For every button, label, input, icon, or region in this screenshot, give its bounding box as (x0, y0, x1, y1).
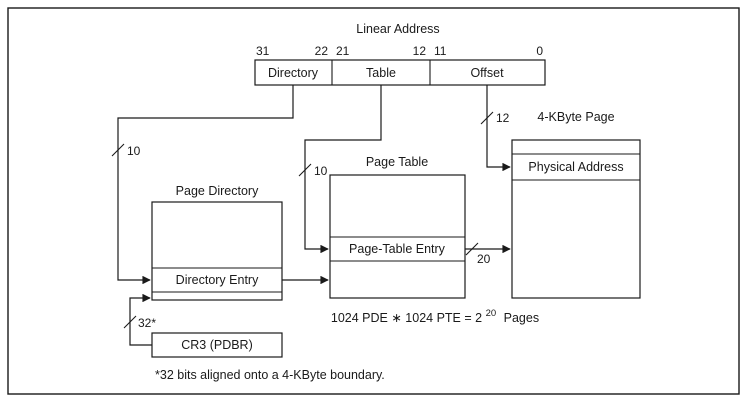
bit-label-0: 0 (536, 44, 543, 58)
bus-slash-cr3 (123, 315, 137, 329)
pde-pte-equation: 1024 PDE ∗ 1024 PTE = 2 20 Pages (331, 305, 539, 325)
cr3-label: CR3 (PDBR) (181, 338, 253, 352)
field-label-directory: Directory (268, 66, 319, 80)
page-directory-box (151, 201, 283, 301)
table-to-entry-arrow (304, 85, 382, 254)
page-4k-box (511, 139, 641, 299)
linear-address-box (254, 59, 546, 86)
bit-label-31: 31 (256, 44, 270, 58)
bit-label-21: 21 (336, 44, 350, 58)
page-table-label: Page Table (366, 155, 428, 169)
physical-address-label: Physical Address (528, 160, 623, 174)
bus-width-pte: 20 (477, 252, 491, 266)
bus-width-directory: 10 (127, 144, 141, 158)
bus-slash-directory (111, 143, 125, 157)
bus-width-cr3: 32* (138, 316, 156, 330)
bus-width-offset: 12 (496, 111, 510, 125)
bus-slash-offset (480, 111, 494, 125)
bus-slash-table (298, 163, 312, 177)
bus-slash-pte (465, 242, 479, 256)
bit-label-11: 11 (434, 44, 447, 58)
diagram-border (7, 7, 740, 395)
page-table-entry-label: Page-Table Entry (349, 242, 446, 256)
bus-width-table: 10 (314, 164, 328, 178)
footnote: *32 bits aligned onto a 4-KByte boundary… (155, 368, 385, 382)
bit-label-22: 22 (315, 44, 329, 58)
equation-suffix: Pages (504, 311, 539, 325)
offset-to-physical-address-arrow (486, 85, 511, 172)
linear-address-title: Linear Address (356, 22, 439, 36)
bit-label-12: 12 (413, 44, 427, 58)
directory-entry-label: Directory Entry (176, 273, 259, 287)
equation-exponent: 20 (486, 308, 497, 319)
cr3-box (151, 332, 283, 358)
directory-to-entry-arrow (117, 85, 294, 285)
field-label-offset: Offset (470, 66, 504, 80)
page-4k-label: 4-KByte Page (537, 110, 614, 124)
page-directory-label: Page Directory (176, 184, 259, 198)
equation-prefix: 1024 PDE ∗ 1024 PTE = 2 (331, 311, 482, 325)
field-label-table: Table (366, 66, 396, 80)
